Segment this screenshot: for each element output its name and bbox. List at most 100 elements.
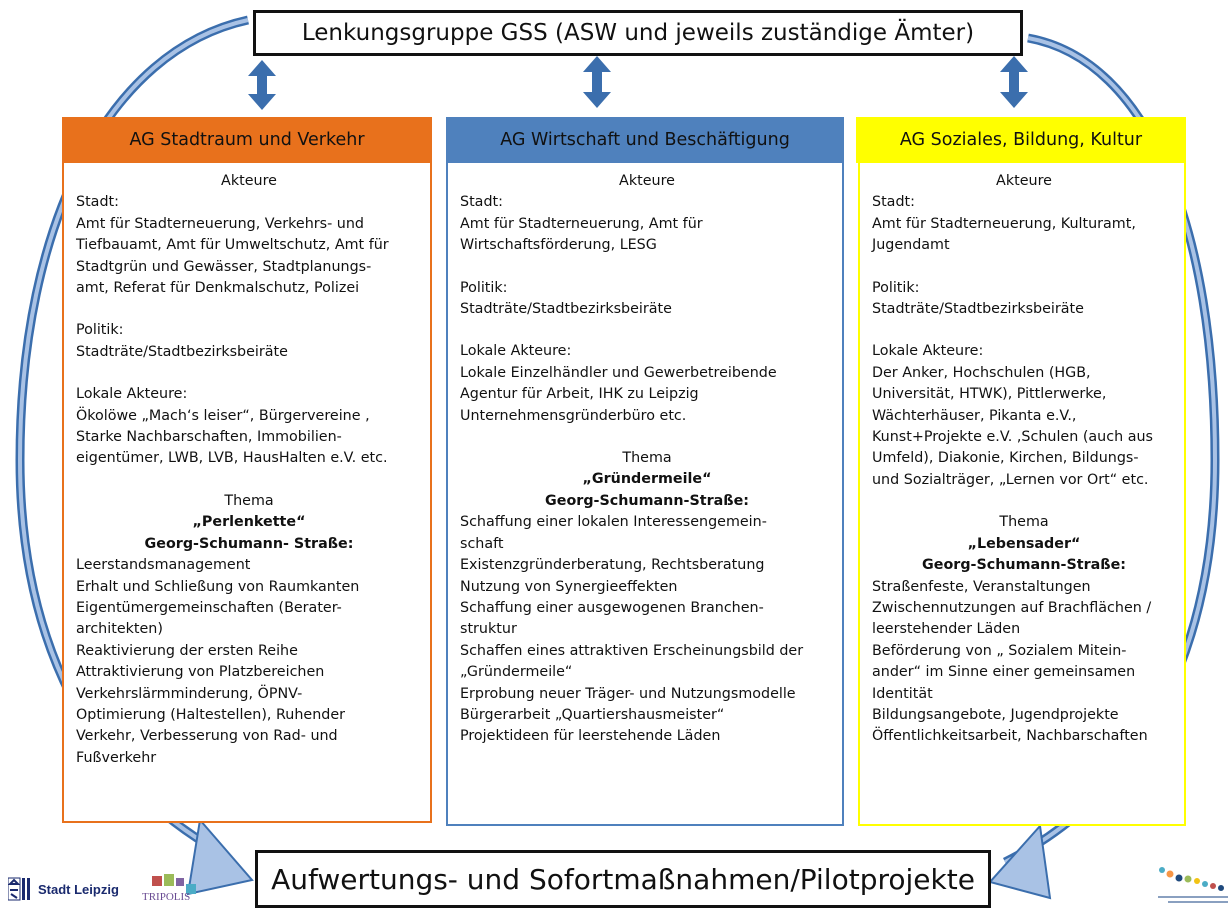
text-line: Nutzung von Synergieeffekten xyxy=(460,578,678,595)
text-line: Beförderung von „ Sozialem Mitein- xyxy=(872,642,1127,659)
tripolis-logo: TRIPOLIS xyxy=(142,874,196,903)
text-line: Projektideen für leerstehende Läden xyxy=(460,728,721,745)
spacer xyxy=(872,320,1176,341)
spacer xyxy=(76,470,422,491)
text-line: struktur xyxy=(460,621,517,638)
text-line: Tiefbauamt, Amt für Umweltschutz, Amt fü… xyxy=(76,237,389,254)
topic-title: Georg-Schumann- Straße: xyxy=(144,535,354,552)
text-line: Optimierung (Haltestellen), Ruhender xyxy=(76,706,346,723)
text-line: Leerstandsmanagement xyxy=(76,557,251,574)
steering-group-title: Lenkungsgruppe GSS (ASW und jeweils zust… xyxy=(301,20,975,46)
section-heading: Thema xyxy=(999,514,1049,531)
text-line: Fußverkehr xyxy=(76,749,157,766)
text-line: ander“ im Sinne einer gemeinsamen xyxy=(872,664,1136,681)
text-line: Stadträte/Stadtbezirksbeiräte xyxy=(460,301,672,318)
text-line: Umfeld), Diakonie, Kirchen, Bildungs- xyxy=(872,450,1139,467)
section-heading: Akteure xyxy=(619,173,675,189)
text-line: Amt für Stadterneuerung, Kulturamt, xyxy=(872,215,1136,232)
double-arrow-center-icon xyxy=(583,56,611,108)
text-line: Stadtgrün und Gewässer, Stadtplanungs- xyxy=(76,258,372,275)
text-line: Starke Nachbarschaften, Immobilien- xyxy=(76,429,342,446)
column-header-stadtraum: AG Stadtraum und Verkehr xyxy=(62,117,432,163)
text-line: Verkehr, Verbesserung von Rad- und xyxy=(76,728,338,745)
text-line: Straßenfeste, Veranstaltungen xyxy=(872,578,1091,595)
text-line: Schaffen eines attraktiven Erscheinungsb… xyxy=(460,642,804,659)
measures-box: Aufwertungs- und Sofortmaßnahmen/Pilotpr… xyxy=(255,850,991,908)
text-line: Bildungsangebote, Jugendprojekte xyxy=(872,706,1119,723)
text-line: Der Anker, Hochschulen (HGB, xyxy=(872,364,1091,381)
text-line: Zwischennutzungen auf Brachflächen / xyxy=(872,599,1152,616)
column-header-soziales: AG Soziales, Bildung, Kultur xyxy=(856,117,1186,163)
measures-title: Aufwertungs- und Sofortmaßnahmen/Pilotpr… xyxy=(271,862,975,896)
spacer xyxy=(76,299,422,320)
leipzig-seal-icon xyxy=(8,877,30,901)
text-line: Stadt: xyxy=(872,194,915,211)
topic-title: „Perlenkette“ xyxy=(192,514,306,531)
text-line: Lokale Einzelhändler und Gewerbetreibend… xyxy=(460,364,777,381)
text-line: schaft xyxy=(460,535,504,552)
stadt-leipzig-logo: Stadt Leipzig xyxy=(8,876,119,902)
text-line: Erhalt und Schließung von Raumkanten xyxy=(76,578,360,595)
tripolis-logo-text: TRIPOLIS xyxy=(142,891,190,903)
text-line: Amt für Stadterneuerung, Verkehrs- und xyxy=(76,215,364,232)
gss-logo xyxy=(1158,867,1228,903)
text-line: Identität xyxy=(872,685,933,702)
column-header-wirtschaft: AG Wirtschaft und Beschäftigung xyxy=(446,117,844,163)
spacer xyxy=(76,363,422,384)
text-line: Agentur für Arbeit, IHK zu Leipzig xyxy=(460,386,699,403)
text-line: leerstehender Läden xyxy=(872,621,1021,638)
text-line: Universität, HTWK), Pittlerwerke, xyxy=(872,386,1107,403)
section-heading: Thema xyxy=(622,450,672,467)
spacer xyxy=(872,491,1176,512)
text-line: Existenzgründerberatung, Rechtsberatung xyxy=(460,557,765,574)
double-arrow-left-icon xyxy=(248,60,276,110)
text-line: Wächterhäuser, Pikanta e.V., xyxy=(872,407,1077,424)
text-line: Kunst+Projekte e.V. ,Schulen (auch aus xyxy=(872,429,1153,446)
text-line: Lokale Akteure: xyxy=(872,343,984,360)
section-heading: Akteure xyxy=(221,173,277,189)
text-line: Bürgerarbeit „Quartiershausmeister“ xyxy=(460,706,725,723)
text-line: Eigentümergemeinschaften (Berater- xyxy=(76,599,342,616)
column-wirtschaft xyxy=(446,120,844,826)
spacer xyxy=(460,320,834,341)
text-line: Amt für Stadterneuerung, Amt für xyxy=(460,215,703,232)
text-line: Politik: xyxy=(872,279,920,296)
text-line: Verkehrslärmminderung, ÖPNV- xyxy=(76,685,303,702)
column-stadtraum xyxy=(62,120,432,823)
topic-title: „Lebensader“ xyxy=(967,535,1081,552)
text-line: Attraktivierung von Platzbereichen xyxy=(76,664,325,681)
text-line: amt, Referat für Denkmalschutz, Polizei xyxy=(76,280,360,297)
text-line: Schaffung einer lokalen Interessengemein… xyxy=(460,514,767,531)
section-heading: Akteure xyxy=(996,173,1052,189)
steering-group-box: Lenkungsgruppe GSS (ASW und jeweils zust… xyxy=(253,10,1023,56)
text-line: Stadträte/Stadtbezirksbeiräte xyxy=(872,301,1084,318)
topic-title: „Gründermeile“ xyxy=(582,471,712,488)
text-line: „Gründermeile“ xyxy=(460,664,573,681)
text-line: Lokale Akteure: xyxy=(76,386,188,403)
topic-title: Georg-Schumann-Straße: xyxy=(545,492,749,509)
right-arrowhead-icon xyxy=(988,823,1052,900)
text-line: Politik: xyxy=(76,322,124,339)
text-line: Reaktivierung der ersten Reihe xyxy=(76,642,298,659)
section-heading: Thema xyxy=(224,492,274,509)
text-line: Stadt: xyxy=(460,194,503,211)
text-line: Schaffung einer ausgewogenen Branchen- xyxy=(460,599,764,616)
text-line: Jugendamt xyxy=(872,237,950,254)
left-arrowhead-icon xyxy=(186,817,254,896)
double-arrow-right-icon xyxy=(1000,56,1028,108)
text-line: architekten) xyxy=(76,621,163,638)
text-line: Unternehmensgründerbüro etc. xyxy=(460,407,687,424)
text-line: Öffentlichkeitsarbeit, Nachbarschaften xyxy=(872,728,1148,745)
text-line: eigentümer, LWB, LVB, HausHalten e.V. et… xyxy=(76,450,388,467)
text-line: und Sozialträger, „Lernen vor Ort“ etc. xyxy=(872,471,1149,488)
spacer xyxy=(460,427,834,448)
leipzig-logo-text: Stadt Leipzig xyxy=(38,881,119,897)
topic-title: Georg-Schumann-Straße: xyxy=(922,557,1126,574)
text-line: Stadträte/Stadtbezirksbeiräte xyxy=(76,343,288,360)
text-line: Erprobung neuer Träger- und Nutzungsmode… xyxy=(460,685,796,702)
text-line: Ökolöwe „Mach‘s leiser“, Bürgervereine , xyxy=(76,407,370,424)
spacer xyxy=(460,257,834,278)
